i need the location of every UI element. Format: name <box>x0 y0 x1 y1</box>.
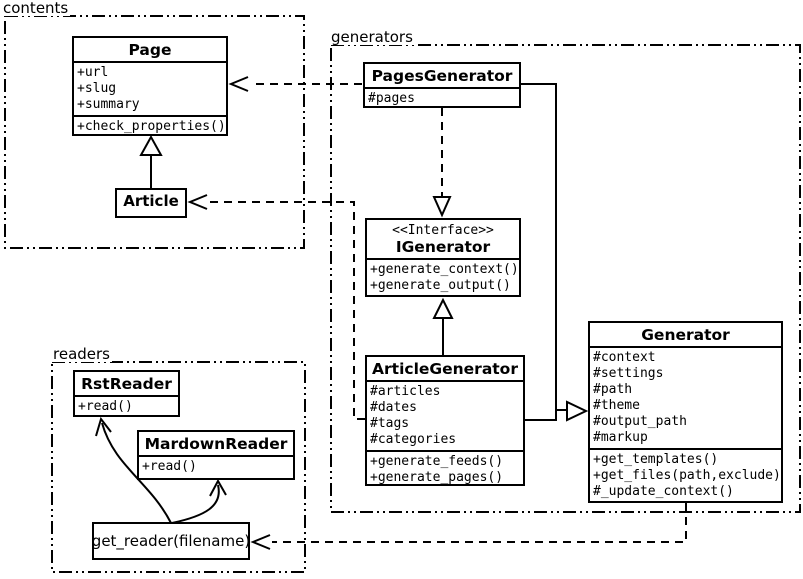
generalization-arrowhead-igenerator <box>432 297 454 319</box>
attribute-line: #articles <box>370 384 441 399</box>
class-box-article: Article <box>115 188 187 218</box>
association-arrowhead-mardownreader <box>209 478 227 497</box>
package-label-generators: generators <box>329 28 415 46</box>
package-frame-generators <box>330 44 801 513</box>
dependency-line-articlegenerator-article <box>209 201 365 420</box>
methods-compartment-rst-reader: +read() <box>75 395 178 417</box>
dependency-arrowhead-getreader <box>250 534 271 550</box>
class-title-rst-reader: RstReader <box>81 375 172 393</box>
method-line: +check_properties() <box>77 119 226 134</box>
method-line: +get_files(path,exclude) <box>593 468 781 483</box>
title-compartment-igenerator: <<Interface>> IGenerator <box>367 220 519 258</box>
class-box-article-generator: ArticleGenerator #articles #dates #tags … <box>365 355 525 486</box>
generalization-line-articlegenerator-generator <box>525 410 557 421</box>
class-title-article-generator: ArticleGenerator <box>372 360 518 378</box>
attribute-line: #dates <box>370 400 417 415</box>
attribute-line: #categories <box>370 432 457 447</box>
dependency-arrowhead-article <box>187 194 208 210</box>
attribute-line: #tags <box>370 416 410 431</box>
class-title-generator: Generator <box>641 326 730 344</box>
association-curve-getreader-rstreader <box>101 422 172 524</box>
class-title-page: Page <box>128 41 172 59</box>
attribute-line: +url <box>77 65 109 80</box>
methods-compartment-generator: +get_templates() +get_files(path,exclude… <box>590 448 781 502</box>
attribute-line: #pages <box>368 91 415 106</box>
method-line: +generate_feeds() <box>370 454 504 469</box>
method-line: #_update_context() <box>593 484 734 499</box>
package-frame-readers <box>51 361 306 573</box>
generalization-arrowhead-generator <box>566 400 589 422</box>
class-box-generator: Generator #context #settings #path #them… <box>588 321 783 503</box>
attributes-compartment-page: +url +slug +summary <box>74 61 226 115</box>
method-line: +generate_context() <box>370 262 519 277</box>
method-line: +get_templates() <box>593 452 719 467</box>
generalization-arrowhead-page <box>139 134 163 156</box>
class-box-pages-generator: PagesGenerator #pages <box>363 62 521 108</box>
association-arrowhead-rstreader <box>95 416 112 437</box>
attribute-line: #context <box>593 350 656 365</box>
class-box-page: Page +url +slug +summary +check_properti… <box>72 36 228 136</box>
attributes-compartment-generator: #context #settings #path #theme #output_… <box>590 346 781 448</box>
attribute-line: #markup <box>593 430 648 445</box>
dependency-line-generator-getreader <box>272 503 687 543</box>
method-line: +generate_output() <box>370 278 511 293</box>
package-label-contents: contents <box>1 0 71 17</box>
node-get-reader: get_reader(filename) <box>92 522 250 560</box>
package-frame-contents <box>4 15 305 249</box>
attributes-compartment-article-generator: #articles #dates #tags #categories <box>367 380 523 450</box>
attribute-line: #output_path <box>593 414 687 429</box>
class-box-mardown-reader: MardownReader +read() <box>137 430 295 480</box>
dependency-arrowhead-page <box>228 76 249 92</box>
class-box-igenerator: <<Interface>> IGenerator +generate_conte… <box>365 218 521 297</box>
package-label-readers: readers <box>51 345 112 363</box>
class-title-igenerator: IGenerator <box>395 238 491 256</box>
stereotype-label: <<Interface>> <box>392 223 494 238</box>
method-line: +generate_pages() <box>370 470 504 485</box>
realization-arrowhead-igenerator <box>432 196 452 218</box>
methods-compartment-page: +check_properties() <box>74 115 226 137</box>
class-title-mardown-reader: MardownReader <box>144 435 288 453</box>
method-line: +read() <box>78 399 133 414</box>
association-curve-getreader-mardownreader <box>171 484 220 524</box>
class-title-pages-generator: PagesGenerator <box>371 67 513 85</box>
attribute-line: +summary <box>77 97 140 112</box>
attribute-line: +slug <box>77 81 117 96</box>
class-title-article: Article <box>123 192 179 210</box>
attribute-line: #theme <box>593 398 640 413</box>
class-box-rst-reader: RstReader +read() <box>73 370 180 417</box>
methods-compartment-mardown-reader: +read() <box>139 455 293 477</box>
methods-compartment-article-generator: +generate_feeds() +generate_pages() <box>367 450 523 488</box>
attribute-line: #path <box>593 382 633 397</box>
get-reader-label: get_reader(filename) <box>91 532 251 550</box>
methods-compartment-igenerator: +generate_context() +generate_output() <box>367 258 519 296</box>
method-line: +read() <box>142 459 197 474</box>
generalization-line-pagesgenerator-generator <box>521 83 566 411</box>
attribute-line: #settings <box>593 366 664 381</box>
attributes-compartment-pages-generator: #pages <box>365 87 519 109</box>
